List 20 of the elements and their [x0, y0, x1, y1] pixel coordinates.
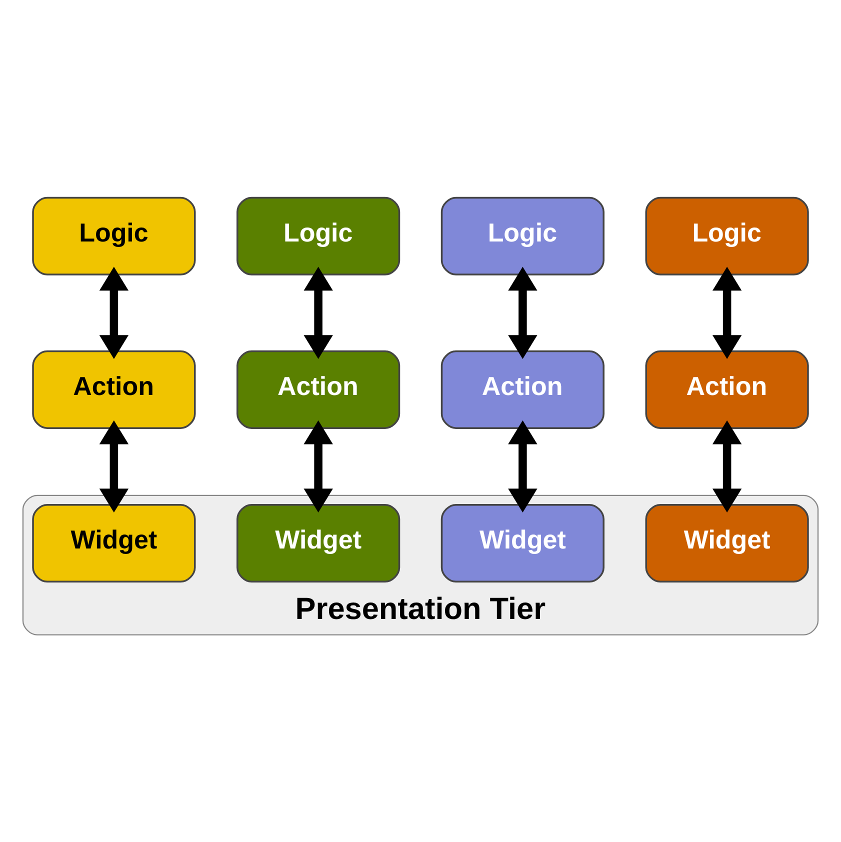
arrow [508, 420, 538, 513]
node-box: Action [645, 350, 809, 429]
node-box: Logic [645, 196, 809, 276]
arrow [712, 420, 742, 513]
arrow [99, 420, 129, 513]
node-box: Action [32, 350, 196, 429]
node-box: Widget [645, 504, 809, 583]
node-box: Logic [32, 196, 196, 276]
node-box: Widget [236, 504, 400, 583]
node-box: Logic [236, 196, 400, 276]
arrow [508, 266, 538, 359]
node-box: Widget [440, 504, 604, 583]
node-box: Logic [440, 196, 604, 276]
node-box: Action [440, 350, 604, 429]
node-box: Action [236, 350, 400, 429]
arrow [99, 266, 129, 359]
arrow [304, 266, 333, 359]
node-box: Widget [32, 504, 196, 583]
arrow [304, 420, 333, 513]
arrow [712, 266, 742, 359]
